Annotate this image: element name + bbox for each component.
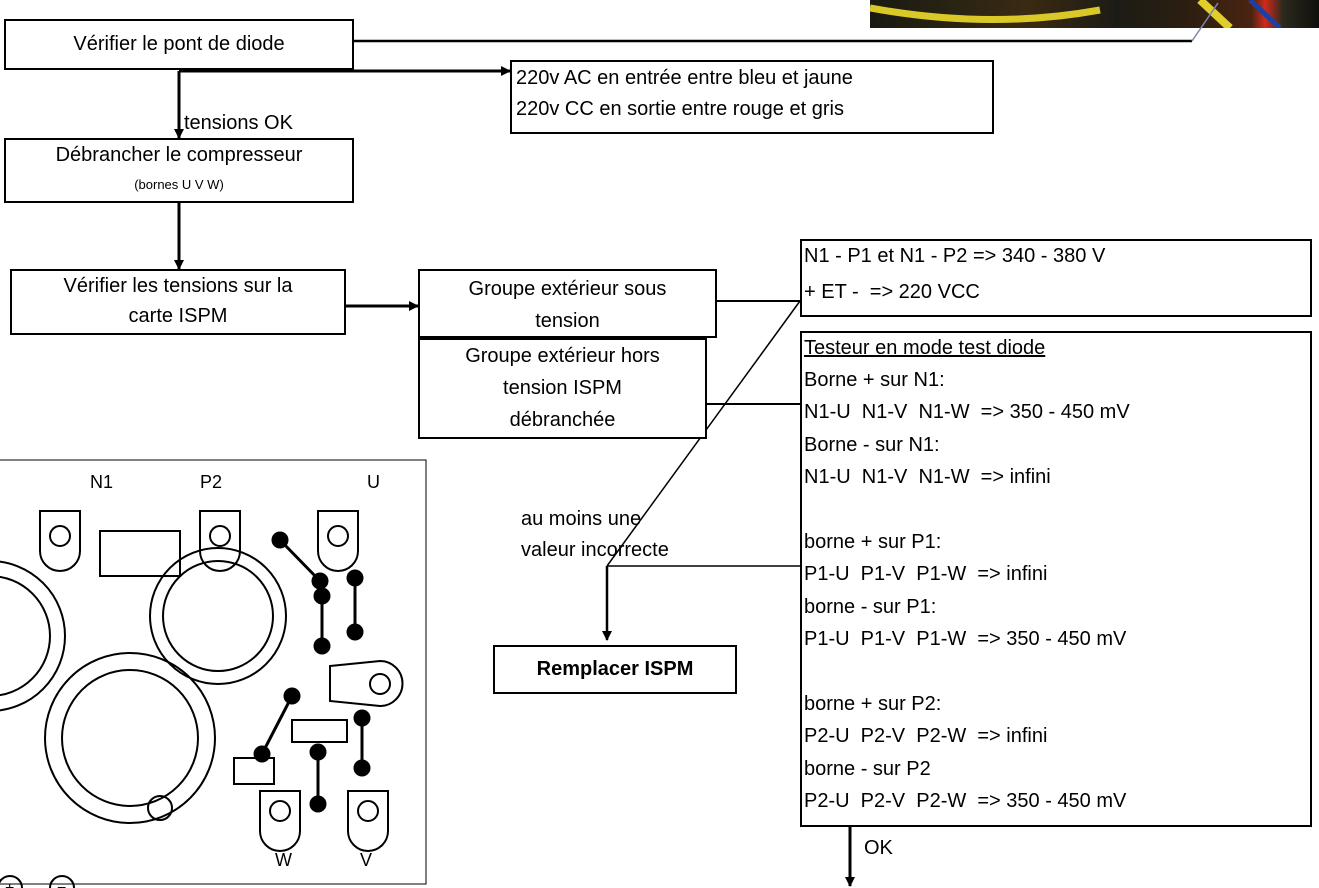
diode-test-line: borne + sur P1: xyxy=(804,529,941,556)
replace-ispm-text: Remplacer ISPM xyxy=(495,656,735,683)
board-label-u: U xyxy=(367,472,380,492)
board-label-plus: + xyxy=(5,880,14,888)
diode-test-line: Borne - sur N1: xyxy=(804,432,940,459)
bridge-voltages-box: 220v AC en entrée entre bleu et jaune 22… xyxy=(510,60,994,134)
diode-test-title: Testeur en mode test diode xyxy=(804,335,1045,362)
incorrect-value-line-1: au moins une xyxy=(521,506,641,533)
outdoor-powered-line-2: tension xyxy=(420,308,715,335)
diode-test-line: Borne + sur N1: xyxy=(804,367,945,394)
outdoor-powered-box: Groupe extérieur sous tension xyxy=(418,269,717,338)
diode-test-line: P2-U P2-V P2-W => infini xyxy=(804,723,1047,750)
board-label-v: V xyxy=(360,850,372,870)
outdoor-unpowered-line-1: Groupe extérieur hors xyxy=(420,343,705,370)
incorrect-value-line-2: valeur incorrecte xyxy=(521,537,669,564)
outdoor-unpowered-box: Groupe extérieur hors tension ISPM débra… xyxy=(418,338,707,439)
outdoor-unpowered-line-3: débranchée xyxy=(420,407,705,434)
diode-test-line: P2-U P2-V P2-W => 350 - 450 mV xyxy=(804,788,1126,815)
diode-test-line: N1-U N1-V N1-W => infini xyxy=(804,464,1051,491)
replace-ispm-box: Remplacer ISPM xyxy=(493,645,737,694)
board-label-p2: P2 xyxy=(200,472,222,492)
verify-ispm-line-1: Vérifier les tensions sur la xyxy=(12,273,344,300)
verify-bridge-text: Vérifier le pont de diode xyxy=(6,31,352,58)
board-label-n1: N1 xyxy=(90,472,113,492)
diode-test-line: P1-U P1-V P1-W => infini xyxy=(804,561,1047,588)
board-label-w: W xyxy=(275,850,292,870)
bridge-voltage-line-1: 220v AC en entrée entre bleu et jaune xyxy=(516,65,853,92)
disconnect-compressor-box: Débrancher le compresseur (bornes U V W) xyxy=(4,138,354,203)
verify-ispm-box: Vérifier les tensions sur la carte ISPM xyxy=(10,269,346,335)
bridge-voltage-line-2: 220v CC en sortie entre rouge et gris xyxy=(516,96,844,123)
diode-test-line: P1-U P1-V P1-W => 350 - 450 mV xyxy=(804,626,1126,653)
diode-test-line: borne + sur P2: xyxy=(804,691,941,718)
tensions-ok-label: tensions OK xyxy=(184,110,293,137)
outdoor-powered-line-1: Groupe extérieur sous xyxy=(420,276,715,303)
diode-test-line: borne - sur P1: xyxy=(804,594,936,621)
diode-test-line: borne - sur P2 xyxy=(804,756,931,783)
ispm-board-diagram: N1 P2 U W V + − xyxy=(0,456,430,888)
powered-values-box: N1 - P1 et N1 - P2 => 340 - 380 V + ET -… xyxy=(800,239,1312,317)
terminals-uvw-text: (bornes U V W) xyxy=(6,171,352,198)
disconnect-compressor-text: Débrancher le compresseur xyxy=(6,142,352,169)
powered-value-line-1: N1 - P1 et N1 - P2 => 340 - 380 V xyxy=(804,243,1105,270)
outdoor-unpowered-line-2: tension ISPM xyxy=(420,375,705,402)
diode-test-box: Testeur en mode test diode Borne + sur N… xyxy=(800,331,1312,827)
verify-bridge-box: Vérifier le pont de diode xyxy=(4,19,354,70)
verify-ispm-line-2: carte ISPM xyxy=(12,303,344,330)
ok-label: OK xyxy=(864,835,893,862)
diode-test-line: N1-U N1-V N1-W => 350 - 450 mV xyxy=(804,399,1130,426)
board-label-minus: − xyxy=(57,880,66,888)
powered-value-line-2: + ET - => 220 VCC xyxy=(804,279,980,306)
